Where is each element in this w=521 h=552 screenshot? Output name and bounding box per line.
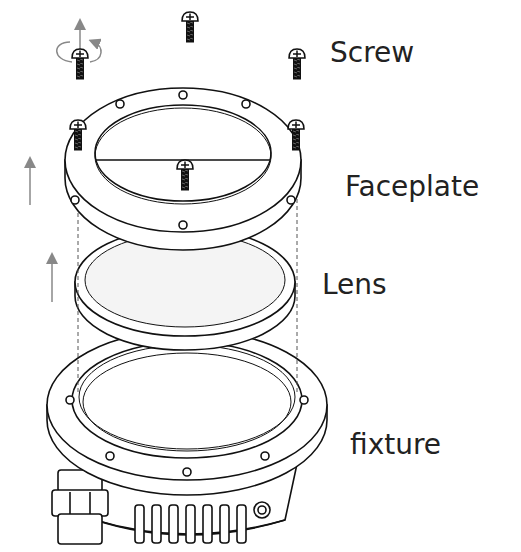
part-label: fixture	[350, 430, 441, 461]
cooling-fin	[237, 505, 246, 543]
part-label: Screw	[330, 38, 414, 69]
cooling-fin	[169, 505, 178, 543]
cooling-fin	[135, 505, 144, 543]
cooling-fin	[203, 505, 212, 543]
cooling-fin	[220, 505, 229, 543]
part-label: Faceplate	[345, 172, 479, 203]
cooling-fin	[186, 505, 195, 543]
cooling-fin	[152, 505, 161, 543]
part-label: Lens	[322, 270, 387, 301]
